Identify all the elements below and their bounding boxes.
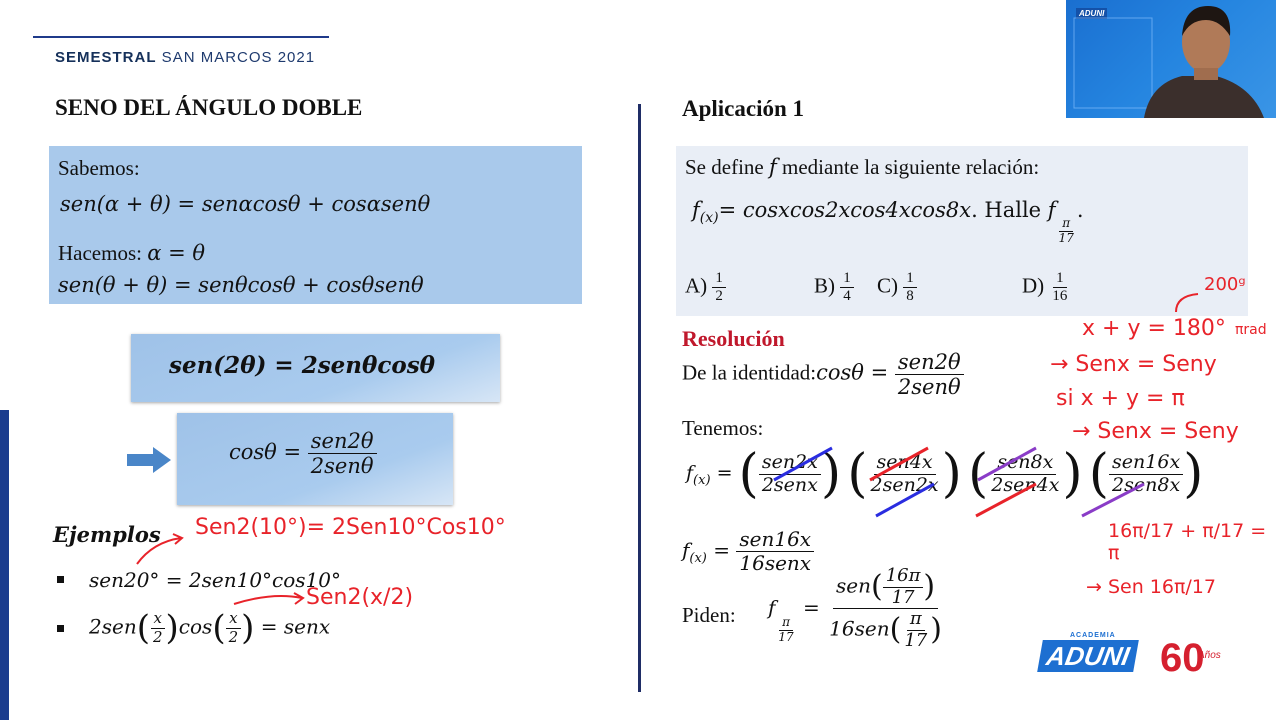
hacemos-line: Hacemos: α = θ: [58, 241, 206, 265]
hand-note-sen-16pi: → Sen 16π/17: [1086, 576, 1216, 598]
aduni-logo: ADUNI: [1037, 640, 1139, 672]
header-underline: [33, 36, 329, 38]
problem-box: Se define f mediante la siguiente relaci…: [676, 146, 1248, 316]
cos-denominator: 2senθ: [310, 454, 374, 479]
hand-note-senx-seny-1: → Senx = Seny: [1050, 352, 1217, 377]
left-heading: SENO DEL ÁNGULO DOBLE: [55, 95, 363, 120]
bullet: [57, 625, 64, 632]
double-sum-formula: sen(θ + θ) = senθcosθ + cosθsenθ: [58, 273, 424, 297]
hand-note-sum-pi: si x + y = π: [1056, 386, 1185, 411]
piden-label: Piden:: [682, 603, 736, 627]
academia-label: ACADEMIA: [1070, 632, 1116, 639]
cos-numerator: sen2θ: [307, 429, 377, 455]
cancel-strokes: [773, 446, 1145, 518]
tenemos-label: Tenemos:: [682, 416, 764, 440]
handwritten-note-2: Sen2(x/2): [306, 585, 414, 610]
example-1: sen20° = 2sen10°cos10°: [89, 568, 342, 592]
problem-prompt: Se define f mediante la siguiente relaci…: [685, 155, 1040, 179]
hand-note-senx-seny-2: → Senx = Seny: [1072, 419, 1239, 444]
hand-stroke-icon: [1175, 293, 1199, 313]
right-heading: Aplicación 1: [682, 96, 805, 121]
bullet: [57, 576, 64, 583]
left-accent-bar: [0, 410, 9, 720]
course-title: SEMESTRAL SAN MARCOS 2021: [55, 49, 316, 66]
hand-arrow-icon: [233, 592, 305, 605]
hand-note-sum-180: x + y = 180°: [1082, 316, 1226, 341]
hand-note-200g: 200ᵍ: [1204, 274, 1246, 295]
column-divider: [638, 104, 641, 692]
cam-tag: ADUNI: [1076, 8, 1108, 19]
presenter-silhouette: [1073, 6, 1264, 118]
anos-label: Años: [1198, 650, 1221, 661]
sabemos-label: Sabemos:: [58, 156, 140, 180]
hand-note-pirad: πrad: [1235, 322, 1267, 338]
arrow-right-icon: [127, 447, 171, 473]
resolucion-label: Resolución: [682, 326, 785, 351]
main-identity: sen(2θ) = 2senθcosθ: [169, 352, 435, 379]
ejemplos-label: Ejemplos: [53, 522, 161, 547]
sixty-years-logo: 60: [1160, 636, 1205, 680]
webcam-video: ADUNI: [1066, 0, 1276, 118]
main-identity-box: sen(2θ) = 2senθcosθ: [131, 334, 500, 402]
hand-note-fraction-sum: 16π/17 + π/17 = π: [1108, 520, 1267, 564]
handwritten-note-1: Sen2(10°)= 2Sen10°Cos10°: [195, 515, 506, 540]
sabemos-box: Sabemos: sen(α + θ) = senαcosθ + cosαsen…: [49, 146, 582, 304]
hand-arrow-icon: [136, 533, 184, 565]
sum-formula: sen(α + θ) = senαcosθ + cosαsenθ: [60, 192, 431, 216]
